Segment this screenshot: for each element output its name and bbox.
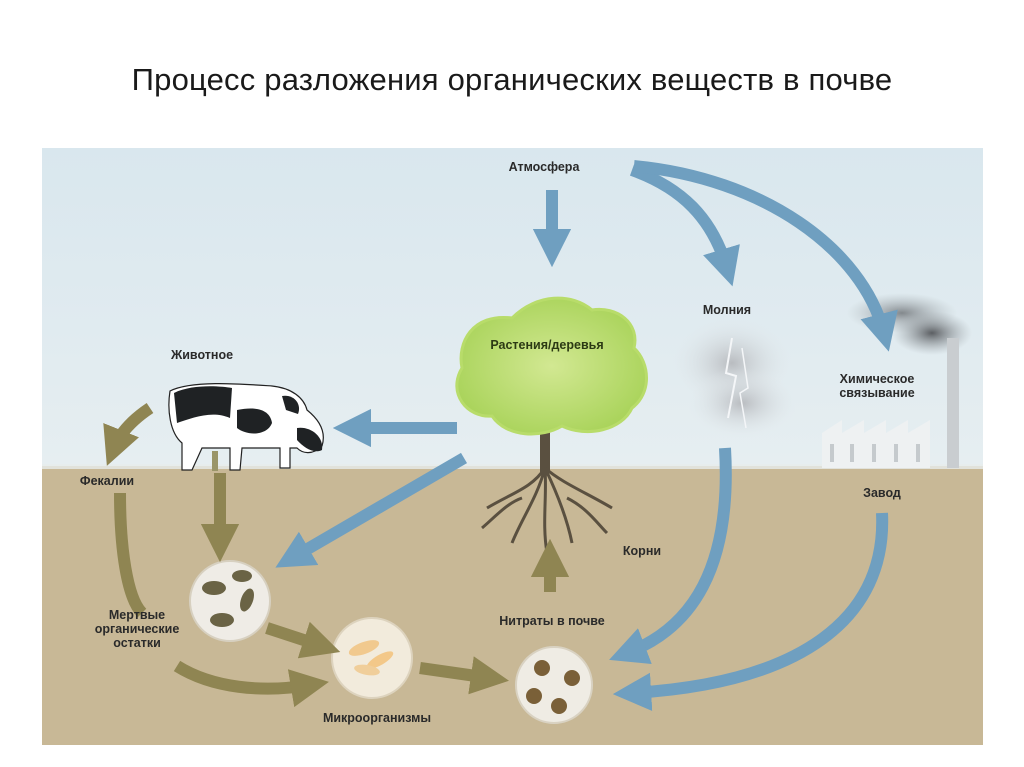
arrow-plants-to-decomposers — [275, 452, 468, 568]
arrow-remains-to-microorganisms — [173, 660, 329, 708]
label-feces: Фекалии — [79, 474, 135, 488]
label-factory: Завод — [863, 486, 901, 500]
label-dead-remains-line3: остатки — [113, 636, 161, 650]
arrow-microorganisms-to-nitrates — [419, 656, 510, 695]
decomposers-circle-icon — [189, 560, 271, 642]
label-dead-remains-line2: органические — [94, 622, 180, 636]
arrow-lightning-to-nitrates — [609, 447, 732, 665]
label-dead-remains-line1: Мертвые — [108, 608, 166, 622]
microorganisms-circle-icon — [331, 617, 413, 699]
diagram-graphics — [42, 148, 983, 745]
label-lightning: Молния — [702, 303, 752, 317]
slide-title: Процесс разложения органических веществ … — [131, 62, 893, 97]
arrow-factory-to-nitrates — [612, 512, 889, 712]
tree-icon — [455, 296, 648, 554]
lightning-cloud-icon — [672, 318, 797, 438]
blue-arrows — [275, 160, 898, 712]
label-dead-remains: Мертвые органические остатки — [72, 608, 202, 650]
arrow-feces-to-dead-remains — [114, 492, 147, 618]
arrow-decomposers-to-microorganisms — [265, 621, 341, 659]
label-chemical-fixation: Химическое связывание — [812, 372, 942, 400]
label-nitrates: Нитраты в почве — [499, 614, 605, 628]
nitrogen-cycle-diagram: Атмосфера Растения/деревья Молния Химиче… — [42, 148, 983, 745]
arrow-atmosphere-to-lightning — [629, 164, 740, 287]
arrow-animal-to-feces — [103, 403, 154, 466]
label-chemical-fixation-line1: Химическое — [839, 372, 915, 386]
label-roots: Корни — [622, 544, 662, 558]
label-atmosphere: Атмосфера — [508, 160, 580, 174]
soil-area — [42, 466, 983, 745]
brown-arrows — [103, 403, 570, 708]
cow-icon — [168, 383, 324, 471]
label-plants: Растения/деревья — [490, 338, 604, 352]
arrow-atmosphere-to-chemical — [633, 160, 898, 352]
label-microorganisms: Микроорганизмы — [322, 711, 432, 725]
label-chemical-fixation-line2: связывание — [839, 386, 915, 400]
nitrates-circle-icon — [515, 646, 593, 724]
label-animal: Животное — [170, 348, 234, 362]
